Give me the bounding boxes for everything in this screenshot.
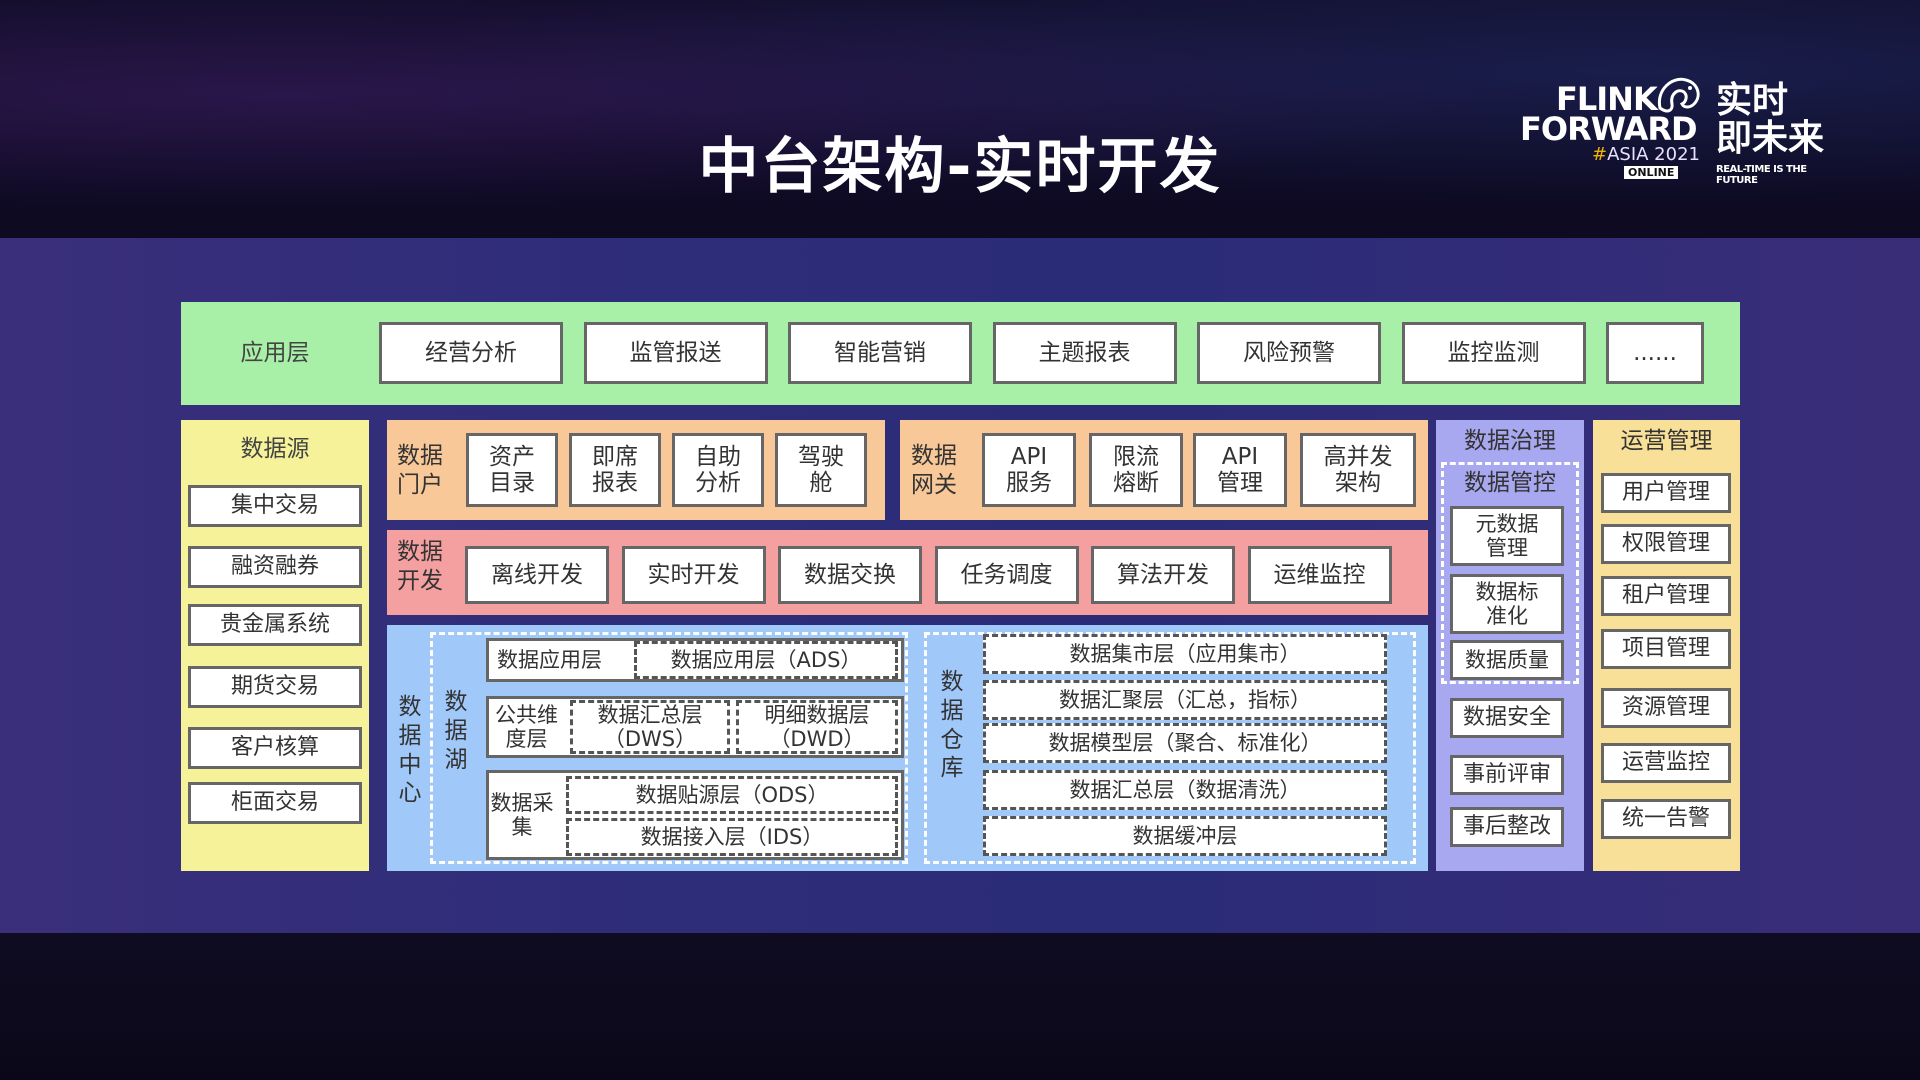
ods-layer-box: 数据贴源层（ODS） xyxy=(566,776,898,814)
data-development-item: 任务调度 xyxy=(934,546,1079,604)
data-center-label: 数据中心 xyxy=(398,694,422,807)
warehouse-layer-item: 数据集市层（应用集市） xyxy=(983,634,1387,674)
data-portal-item: 资产目录 xyxy=(466,433,558,507)
flink-forward-logo: FLINK FORWARD #ASIA 2021 ONLINE 实时即未来 RE… xyxy=(1520,77,1840,190)
data-development-item: 实时开发 xyxy=(621,546,766,604)
data-development-label: 数据开发 xyxy=(397,539,443,594)
data-lake-frame xyxy=(430,632,908,864)
operations-item: 统一告警 xyxy=(1601,799,1731,839)
logo-forward: FORWARD xyxy=(1520,110,1698,148)
dwd-layer-box: 明细数据层（DWD） xyxy=(736,700,898,754)
logo-online-badge: ONLINE xyxy=(1624,166,1679,179)
data-portal-item: 驾驶舱 xyxy=(775,433,867,507)
data-governance-item: 数据安全 xyxy=(1450,698,1564,738)
app-item: 监管报送 xyxy=(583,322,768,384)
data-portal-item: 自助分析 xyxy=(672,433,764,507)
application-layer-label: 应用层 xyxy=(240,340,310,366)
data-source-item: 集中交易 xyxy=(188,485,362,527)
public-dimension-label: 公共维度层 xyxy=(495,702,558,751)
header-background xyxy=(0,0,1920,238)
warehouse-layer-item: 数据模型层（聚合、标准化） xyxy=(983,723,1387,763)
warehouse-layer-item: 数据缓冲层 xyxy=(983,816,1387,856)
data-governance-item: 事前评审 xyxy=(1450,755,1564,795)
ads-layer-box: 数据应用层（ADS） xyxy=(634,641,898,679)
data-governance-item: 事后整改 xyxy=(1450,807,1564,847)
operations-item: 权限管理 xyxy=(1601,524,1731,564)
operations-item: 运营监控 xyxy=(1601,743,1731,783)
logo-slogan-cn: 实时即未来 xyxy=(1716,80,1825,159)
data-development-item: 数据交换 xyxy=(778,546,922,604)
data-warehouse-frame xyxy=(924,632,1416,864)
data-gateway-item: 限流熔断 xyxy=(1089,433,1183,507)
operations-label: 运营管理 xyxy=(1620,428,1713,454)
ids-layer-box: 数据接入层（IDS） xyxy=(566,818,898,856)
data-control-frame xyxy=(1441,462,1579,684)
data-source-item: 柜面交易 xyxy=(188,782,362,824)
data-portal-item: 即席报表 xyxy=(569,433,661,507)
app-item: 经营分析 xyxy=(379,322,563,384)
logo-event: #ASIA 2021 xyxy=(1592,144,1700,165)
operations-item: 资源管理 xyxy=(1601,688,1731,728)
app-item: 智能营销 xyxy=(788,322,972,384)
data-control-item: 元数据管理 xyxy=(1450,506,1564,566)
data-warehouse-label: 数据仓库 xyxy=(940,669,964,782)
data-governance-label: 数据治理 xyxy=(1464,428,1556,454)
app-item: 主题报表 xyxy=(992,322,1177,384)
data-control-label: 数据管控 xyxy=(1464,470,1556,496)
operations-item: 项目管理 xyxy=(1601,629,1731,669)
data-development-item: 离线开发 xyxy=(465,546,609,604)
data-control-item: 数据标准化 xyxy=(1450,574,1564,634)
data-gateway-label: 数据网关 xyxy=(911,443,957,498)
data-lake-label: 数据湖 xyxy=(444,689,468,773)
data-gateway-item: 高并发架构 xyxy=(1300,433,1416,507)
app-item: 监控监测 xyxy=(1401,322,1586,384)
operations-item: 用户管理 xyxy=(1601,473,1731,513)
app-item: ...... xyxy=(1606,322,1704,384)
data-source-item: 贵金属系统 xyxy=(188,604,362,646)
data-source-item: 期货交易 xyxy=(188,666,362,708)
app-item: 风险预警 xyxy=(1197,322,1381,384)
warehouse-layer-item: 数据汇总层（数据清洗） xyxy=(983,770,1387,810)
logo-flink: FLINK xyxy=(1556,80,1658,118)
data-collection-label: 数据采集 xyxy=(490,790,554,839)
data-source-item: 客户核算 xyxy=(188,727,362,769)
data-source-item: 融资融券 xyxy=(188,546,362,588)
data-development-item: 运维监控 xyxy=(1247,546,1392,604)
footer-background xyxy=(0,933,1920,1080)
data-source-label: 数据源 xyxy=(240,436,310,462)
dws-layer-box: 数据汇总层（DWS） xyxy=(570,700,730,754)
squirrel-icon xyxy=(1657,77,1700,113)
data-control-item: 数据质量 xyxy=(1450,640,1564,680)
operations-item: 租户管理 xyxy=(1601,576,1731,616)
slide-title: 中台架构-实时开发 xyxy=(698,132,1222,202)
logo-slogan-en: REAL-TIME IS THE FUTURE xyxy=(1716,164,1807,186)
warehouse-layer-item: 数据汇聚层（汇总，指标） xyxy=(983,680,1387,720)
data-portal-label: 数据门户 xyxy=(397,443,443,498)
data-development-item: 算法开发 xyxy=(1091,546,1235,604)
